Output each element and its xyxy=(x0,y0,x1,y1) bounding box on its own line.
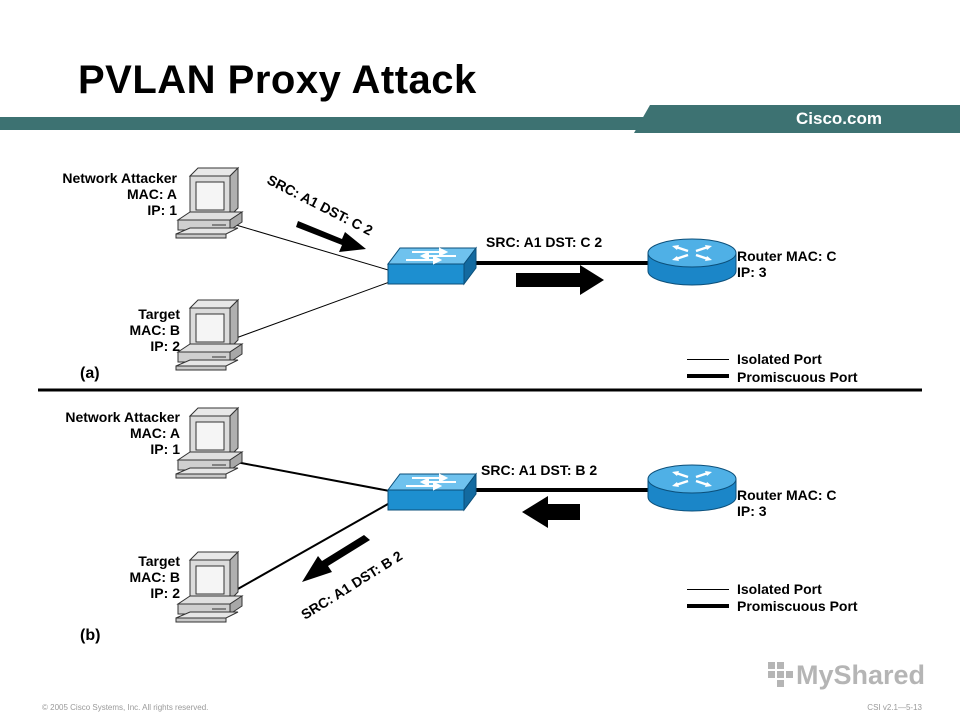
frame-label-router-b: SRC: A1 DST: B 2 xyxy=(481,462,598,478)
attacker-name-a: Network Attacker xyxy=(62,170,177,186)
router-ip-a: IP: 3 xyxy=(737,264,767,280)
legend-isolated-line-b xyxy=(687,589,729,590)
arrow-switch-to-router-a xyxy=(516,265,604,295)
attacker-label-b: Network Attacker MAC: A IP: 1 xyxy=(65,409,180,457)
header-bar xyxy=(0,105,960,133)
router-label-a: Router MAC: C IP: 3 xyxy=(737,248,837,280)
switch-icon-b xyxy=(387,473,477,511)
target-pc-icon-b xyxy=(175,551,243,623)
target-name-a: Target xyxy=(138,306,180,322)
link-target-switch-a xyxy=(235,279,396,339)
frame-label-router-a: SRC: A1 DST: C 2 xyxy=(486,234,603,250)
frame-label-attacker-a: SRC: A1 DST: C 2 xyxy=(265,171,376,238)
attacker-ip-a: IP: 1 xyxy=(147,202,177,218)
myshared-logo: MyShared xyxy=(768,660,925,690)
target-ip-b: IP: 2 xyxy=(150,585,180,601)
target-label-b: Target MAC: B IP: 2 xyxy=(129,553,180,601)
router-icon-b xyxy=(646,463,738,513)
footer-copyright: © 2005 Cisco Systems, Inc. All rights re… xyxy=(42,703,209,712)
attacker-label-a: Network Attacker MAC: A IP: 1 xyxy=(62,170,177,218)
attacker-mac-b: MAC: A xyxy=(129,425,180,441)
slide-title: PVLAN Proxy Attack xyxy=(78,58,477,102)
switch-icon-a xyxy=(387,247,477,285)
legend-isolated-line-a xyxy=(687,359,729,360)
link-target-switch-b xyxy=(235,499,396,591)
attacker-mac-a: MAC: A xyxy=(126,186,177,202)
target-ip-a: IP: 2 xyxy=(150,338,180,354)
target-label-a: Target MAC: B IP: 2 xyxy=(129,306,180,354)
svg-text:MyShared: MyShared xyxy=(796,660,925,690)
target-name-b: Target xyxy=(138,553,180,569)
link-attacker-switch-b xyxy=(235,461,396,493)
legend-isolated-b: Isolated Port xyxy=(737,581,822,597)
panel-tag-a: (a) xyxy=(80,365,100,382)
router-icon-a xyxy=(646,237,738,287)
panel-tag-b: (b) xyxy=(80,627,101,644)
target-pc-icon-a xyxy=(175,299,243,371)
router-mac-a: Router MAC: C xyxy=(737,248,837,264)
arrow-switch-to-target-b xyxy=(302,535,370,582)
attacker-name-b: Network Attacker xyxy=(65,409,180,425)
router-mac-b: Router MAC: C xyxy=(737,487,837,503)
legend-promiscuous-a: Promiscuous Port xyxy=(737,369,858,385)
link-attacker-switch-a xyxy=(235,224,396,273)
attacker-pc-icon-b xyxy=(175,407,243,479)
legend-isolated-a: Isolated Port xyxy=(737,351,822,367)
arrow-router-to-switch-b xyxy=(522,496,580,528)
legend-promiscuous-line-a xyxy=(687,374,729,378)
attacker-ip-b: IP: 1 xyxy=(150,441,180,457)
frame-label-target-b: SRC: A1 DST: B 2 xyxy=(298,547,405,622)
cisco-brand: Cisco.com xyxy=(796,109,882,128)
router-label-b: Router MAC: C IP: 3 xyxy=(737,487,837,519)
arrow-attacker-to-switch-a xyxy=(296,221,366,252)
legend-promiscuous-line-b xyxy=(687,604,729,608)
footer-slide-code: CSI v2.1—5-13 xyxy=(867,703,922,712)
target-mac-a: MAC: B xyxy=(129,322,180,338)
target-mac-b: MAC: B xyxy=(129,569,180,585)
legend-promiscuous-b: Promiscuous Port xyxy=(737,598,858,614)
attacker-pc-icon-a xyxy=(175,167,243,239)
router-ip-b: IP: 3 xyxy=(737,503,767,519)
